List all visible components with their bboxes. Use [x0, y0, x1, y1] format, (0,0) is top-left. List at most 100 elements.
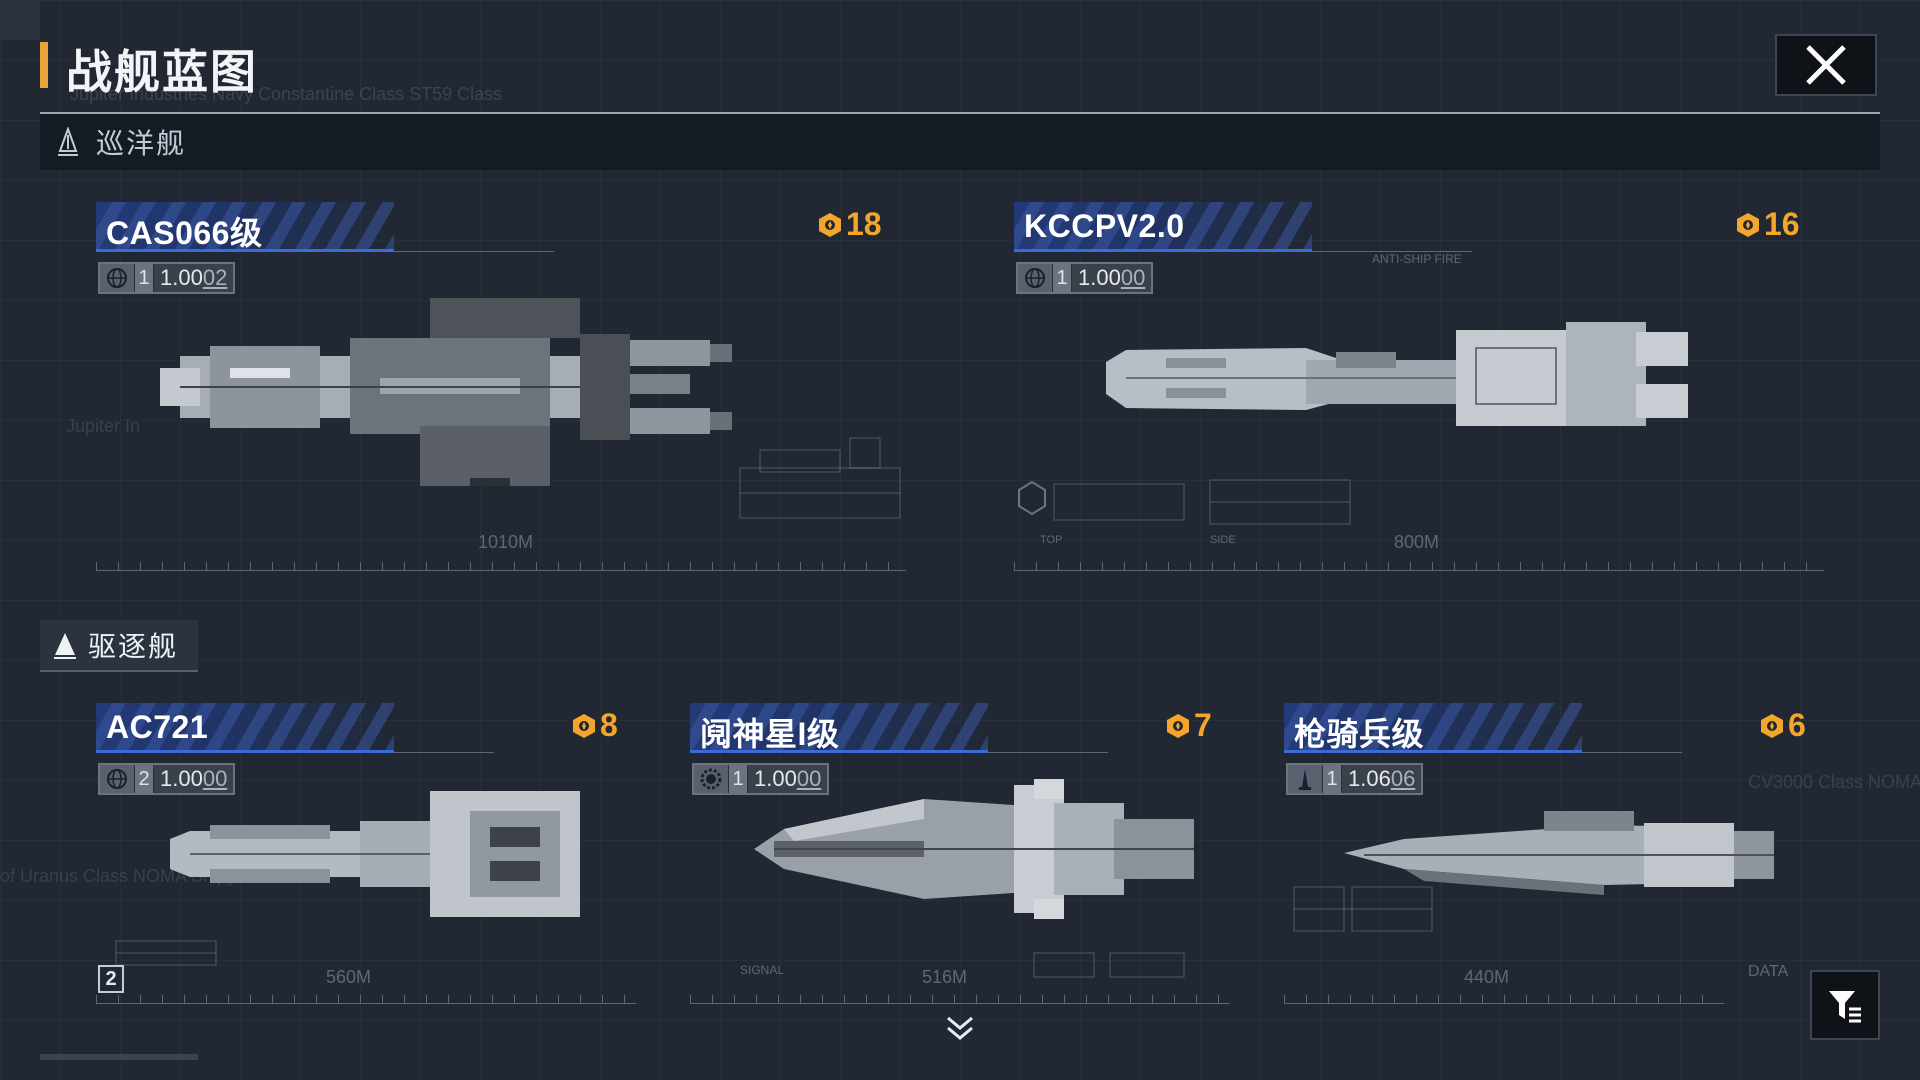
ship-image-eris	[754, 779, 1194, 919]
header-divider	[40, 112, 1880, 114]
ship-name-banner: AC721	[96, 703, 394, 753]
ship-length: 800M	[1394, 532, 1440, 552]
blueprint-sketch	[739, 437, 901, 519]
ship-name-banner: 枪骑兵级	[1284, 703, 1582, 753]
ship-name: 阋神星I级	[700, 716, 840, 752]
scale-ticks	[690, 995, 1230, 1003]
scale-ticks	[96, 995, 636, 1003]
blueprint-sketch	[1293, 886, 1433, 932]
command-point-icon	[819, 212, 841, 237]
blueprint-label: TOP	[1040, 534, 1063, 546]
leader-line	[394, 251, 554, 252]
ship-tier: 1	[1322, 765, 1342, 793]
globe-icon	[100, 765, 134, 793]
scale-ruler	[1014, 570, 1824, 571]
ship-tier: 1	[1052, 264, 1072, 292]
ship-cost: 8	[570, 707, 618, 744]
close-button[interactable]	[1775, 34, 1877, 96]
ship-length: 440M	[1464, 967, 1510, 987]
scale-ticks	[1014, 562, 1824, 570]
ship-name-banner: 阋神星I级	[690, 703, 988, 753]
leader-line	[1312, 251, 1472, 252]
ship-length: 560M	[326, 967, 372, 987]
ship-length: 1010M	[478, 532, 534, 552]
ship-rating: 1.0002	[160, 265, 228, 290]
ship-stat-box: 1 1.0000	[692, 763, 830, 795]
ship-tier: 2	[134, 765, 154, 793]
leader-line	[988, 752, 1108, 753]
ship-cost-value: 7	[1194, 707, 1212, 743]
section-label-destroyer: 驱逐舰	[88, 631, 179, 662]
blueprint-label: DATA	[1748, 963, 1789, 980]
leader-line	[1582, 752, 1682, 753]
destroyer-class-icon	[54, 633, 76, 659]
ship-cost-value: 16	[1764, 206, 1800, 242]
ship-name: KCCPV2.0	[1024, 208, 1185, 244]
ship-name: 枪骑兵级	[1294, 716, 1425, 752]
bg-text: Jupiter In	[66, 416, 141, 436]
bg-text: CV3000 Class NOMA	[1748, 772, 1920, 792]
scale-ruler	[1284, 1003, 1724, 1004]
ship-rating: 1.0000	[160, 766, 228, 791]
blueprint-label: SIDE	[1210, 534, 1236, 546]
ship-cost: 18	[816, 206, 882, 243]
corner-decor	[0, 0, 40, 40]
ship-name: AC721	[106, 709, 209, 745]
scale-ticks	[96, 562, 906, 570]
blueprint-sketch	[1033, 952, 1185, 978]
leader-line	[394, 752, 494, 753]
title-accent-bar	[40, 42, 48, 88]
filter-icon	[1829, 991, 1861, 1023]
ship-stat-box: 1 1.0002	[98, 262, 236, 294]
blueprint-label: ANTI-SHIP FIRE	[1372, 252, 1462, 266]
command-point-icon	[573, 713, 595, 738]
ship-image-ac721	[170, 791, 580, 917]
ship-name: CAS066级	[106, 215, 263, 251]
globe-icon	[100, 264, 134, 292]
globe-icon	[1018, 264, 1052, 292]
ship-stat-box: 1 1.0000	[1016, 262, 1154, 294]
scale-ruler	[96, 570, 906, 571]
ship-length: 516M	[922, 967, 968, 987]
section-header-cruiser: 巡洋舰	[40, 114, 1880, 170]
ship-stat-box: 2 1.0000	[98, 763, 236, 795]
small-badge: 2	[98, 965, 124, 993]
page-subtitle: Jupiter Industries Navy Constantine Clas…	[70, 84, 503, 104]
ship-cost: 16	[1734, 206, 1800, 243]
ship-cost-value: 18	[846, 206, 882, 242]
ship-image-lancer	[1344, 811, 1774, 895]
ship-cost: 6	[1758, 707, 1806, 744]
section-label-cruiser: 巡洋舰	[96, 128, 187, 159]
ship-tier: 1	[728, 765, 748, 793]
ship-stat-box: 1 1.0606	[1286, 763, 1424, 795]
scale-ruler	[96, 1003, 636, 1004]
blueprint-label: SIGNAL	[740, 963, 785, 977]
filter-button[interactable]	[1810, 970, 1880, 1040]
lancer-icon	[1288, 765, 1322, 793]
close-icon	[1806, 45, 1846, 85]
blueprint-sketch	[115, 940, 217, 966]
ship-rating: 1.0000	[754, 766, 822, 791]
command-point-icon	[1167, 713, 1189, 738]
gear-globe-icon	[694, 765, 728, 793]
command-point-icon	[1737, 212, 1759, 237]
ship-cost-value: 6	[1788, 707, 1806, 743]
ship-tier: 1	[134, 264, 154, 292]
ship-cost-value: 8	[600, 707, 618, 743]
scale-ruler	[690, 1003, 1230, 1004]
section-header-destroyer: 驱逐舰	[40, 620, 198, 672]
page-title: 战舰蓝图	[66, 46, 258, 98]
ship-name-banner: KCCPV2.0	[1014, 202, 1312, 252]
ship-image-kccpv	[1106, 322, 1688, 426]
ship-image-cas066	[160, 298, 732, 486]
bottom-indicator-bar	[40, 1054, 198, 1060]
ship-rating: 1.0606	[1348, 766, 1416, 791]
scale-ticks	[1284, 995, 1724, 1003]
blueprint-sketch	[1018, 479, 1351, 525]
ship-rating: 1.0000	[1078, 265, 1146, 290]
ship-cost: 7	[1164, 707, 1212, 744]
scroll-down-button[interactable]	[944, 1012, 976, 1044]
ship-name-banner: CAS066级	[96, 202, 394, 252]
chevron-down-icon	[947, 1016, 973, 1040]
command-point-icon	[1761, 713, 1783, 738]
